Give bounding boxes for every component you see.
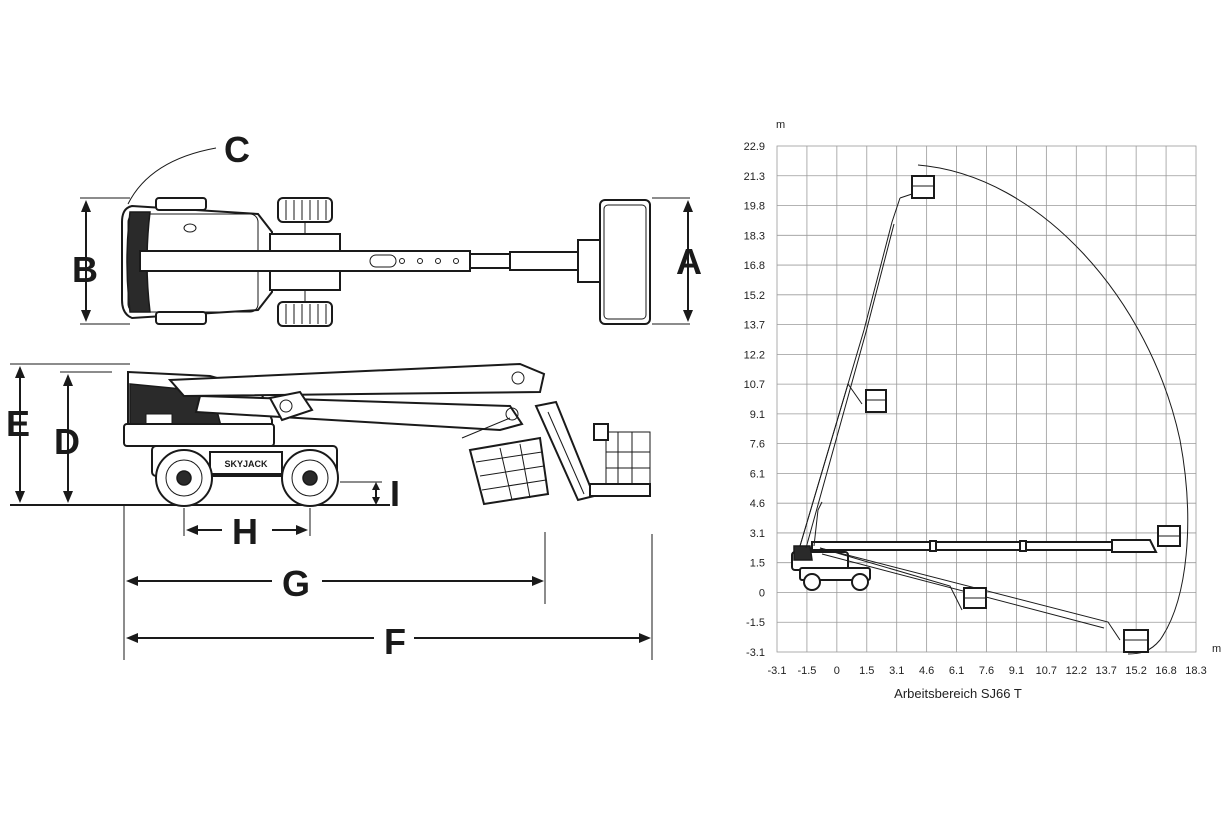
dimension-D: D [54, 371, 112, 503]
dimension-E: E [6, 363, 130, 503]
envelope-x-tick-label: -3.1 [768, 665, 787, 677]
envelope-stowed-jib [813, 501, 823, 547]
envelope-x-tick-label: 10.7 [1036, 665, 1057, 677]
dimension-label-D: D [54, 421, 80, 462]
envelope-y-tick-label: 13.7 [744, 320, 765, 332]
top-view-boom-tip [469, 253, 511, 269]
envelope-boom-horizontal [811, 525, 1181, 553]
top-view-jib [509, 251, 581, 271]
envelope-x-tick-label: 1.5 [859, 665, 874, 677]
envelope-x-tick-label: 16.8 [1155, 665, 1176, 677]
dimension-label-E: E [6, 403, 30, 444]
envelope-y-tick-label: 7.6 [750, 439, 765, 451]
dimension-label-G: G [282, 563, 310, 604]
envelope-base-machine [791, 545, 871, 591]
envelope-y-tick-label: 1.5 [750, 558, 765, 570]
dimension-F: F [126, 534, 653, 662]
envelope-x-tick-label: -1.5 [797, 665, 816, 677]
dimension-C: C [127, 129, 250, 205]
envelope-y-unit: m [776, 119, 785, 131]
top-view-machine [121, 197, 651, 327]
top-view-boom [139, 250, 471, 272]
dimension-A: A [652, 197, 702, 325]
envelope-x-tick-label: 9.1 [1009, 665, 1024, 677]
envelope-y-tick-label: 10.7 [744, 379, 765, 391]
dimension-I: I [340, 473, 400, 514]
envelope-x-unit: m [1212, 643, 1221, 655]
envelope-x-tick-label: 3.1 [889, 665, 904, 677]
dimension-label-B: B [72, 249, 98, 290]
side-view-upper-boom [167, 362, 546, 398]
envelope-y-tick-label: 3.1 [750, 528, 765, 540]
top-view-engine-cover [126, 211, 151, 313]
envelope-x-tick-label: 6.1 [949, 665, 964, 677]
envelope-boom-below-grade [819, 547, 1149, 653]
dimension-B: B [72, 197, 130, 325]
envelope-y-tick-label: 0 [759, 587, 765, 599]
dimension-label-A: A [676, 241, 702, 282]
envelope-x-tick-label: 0 [834, 665, 840, 677]
envelope-y-tick-label: 6.1 [750, 468, 765, 480]
envelope-x-tick-label: 18.3 [1185, 665, 1206, 677]
dimension-label-F: F [384, 621, 406, 662]
side-view-stowed-basket [461, 417, 550, 506]
envelope-y-tick-label: 21.3 [744, 171, 765, 183]
envelope-reach-curve [917, 164, 1189, 655]
envelope-y-tick-label: 15.2 [744, 290, 765, 302]
envelope-caption: Arbeitsbereich SJ66 T [894, 686, 1022, 701]
dimension-G: G [123, 506, 546, 660]
envelope-y-tick-label: -3.1 [746, 647, 765, 659]
side-view-machine: SKYJACK [10, 362, 651, 507]
top-rear-tyre-lower [155, 311, 207, 325]
dimension-label-H: H [232, 511, 258, 552]
envelope-x-tick-label: 7.6 [979, 665, 994, 677]
envelope-x-tick-label: 4.6 [919, 665, 934, 677]
envelope-boom-mid-height [799, 382, 887, 547]
side-view-chassis-decal [209, 451, 283, 475]
envelope-x-ticks: -3.1 -1.5 0 1.5 3.1 4.6 6.1 7.6 9.1 10.7 12.2 13.7 1… [768, 665, 1207, 677]
envelope-y-ticks: 22.9 21.3 19.8 18.3 16.8 15.2 13.7 12.2 10.7 9.1 7… [744, 141, 765, 659]
envelope-y-tick-label: 22.9 [744, 141, 765, 153]
envelope-y-tick-label: 16.8 [744, 260, 765, 272]
envelope-y-tick-label: 4.6 [750, 498, 765, 510]
dimension-label-I: I [390, 473, 400, 514]
envelope-x-tick-label: 12.2 [1066, 665, 1087, 677]
dimension-label-C: C [224, 129, 250, 170]
chassis-brand-text: SKYJACK [224, 459, 268, 469]
envelope-x-tick-label: 15.2 [1125, 665, 1146, 677]
envelope-x-tick-label: 13.7 [1096, 665, 1117, 677]
top-rear-tyre-upper [155, 197, 207, 211]
side-rear-wheel [155, 449, 213, 507]
top-view-platform [599, 199, 651, 325]
envelope-y-tick-label: 9.1 [750, 409, 765, 421]
envelope-y-tick-label: -1.5 [746, 617, 765, 629]
side-view-platform [589, 423, 651, 497]
side-front-wheel [281, 449, 339, 507]
envelope-grid [776, 145, 1197, 653]
working-envelope: 22.9 21.3 19.8 18.3 16.8 15.2 13.7 12.2 10.7 9.1 7… [744, 119, 1222, 701]
envelope-y-tick-label: 12.2 [744, 349, 765, 361]
envelope-y-tick-label: 19.8 [744, 201, 765, 213]
envelope-y-tick-label: 18.3 [744, 230, 765, 242]
dimension-H: H [183, 508, 311, 552]
